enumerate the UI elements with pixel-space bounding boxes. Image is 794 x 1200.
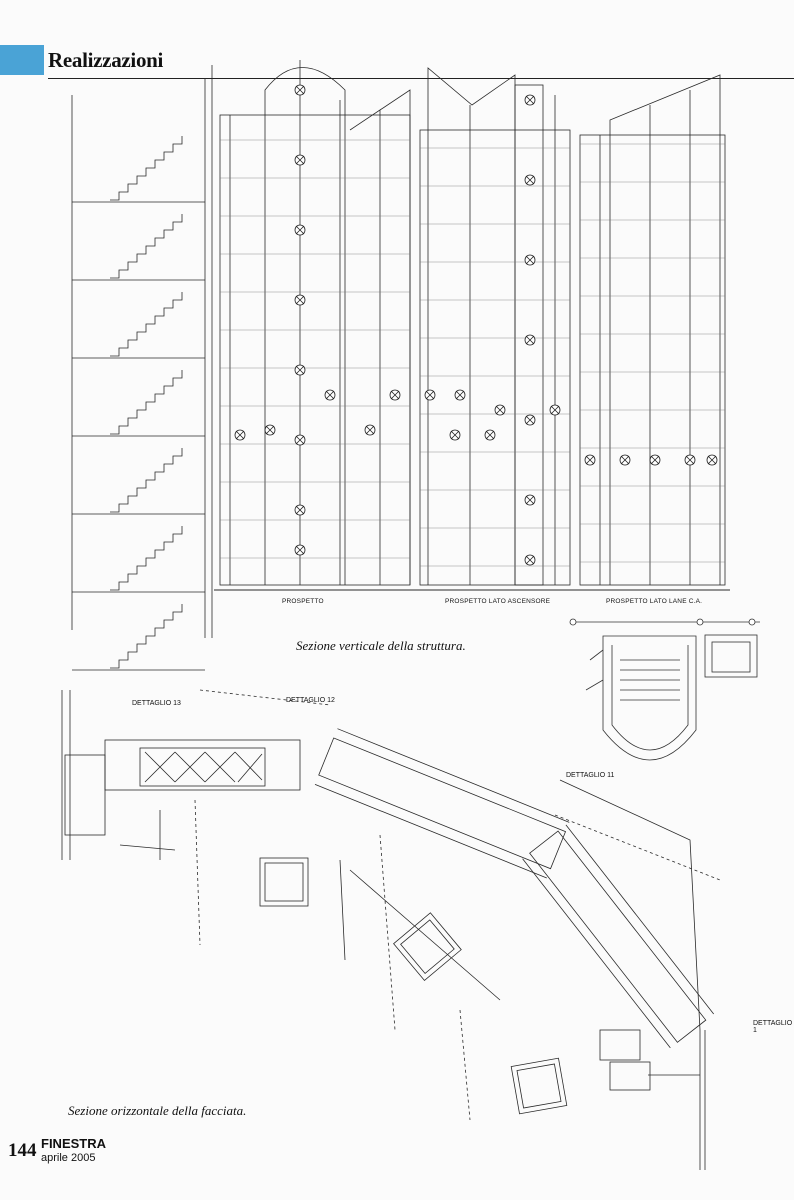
detail-label: DETTAGLIO 1 [753,1020,793,1034]
detail-label: DETTAGLIO 13 [132,700,181,707]
elevation-lato-ascensore [419,67,571,586]
elevation-label: PROSPETTO [282,598,324,605]
page-number: 144 [8,1140,37,1161]
header-rule [48,78,794,79]
section-color-tab [0,45,44,75]
facade-horizontal-section [61,689,721,1170]
caption-horizontal-section: Sezione orizzontale della facciata. [68,1103,247,1118]
elevation-label: PROSPETTO LATO LANE C.A. [606,598,703,605]
elevation-label: PROSPETTO LATO ASCENSORE [445,598,551,605]
issue-date: aprile 2005 [41,1152,96,1164]
section-title: Realizzazioni [48,48,164,72]
detail-label: DETTAGLIO 11 [566,772,615,779]
elevation-lato-lane [579,74,726,586]
stair-plan [569,618,760,761]
detail-label: DETTAGLIO 12 [286,697,335,704]
caption-vertical-section: Sezione verticale della struttura. [296,638,466,653]
magazine-title: FINESTRA [41,1136,106,1151]
stair-section [72,136,205,671]
elevation-prospetto [219,60,411,586]
